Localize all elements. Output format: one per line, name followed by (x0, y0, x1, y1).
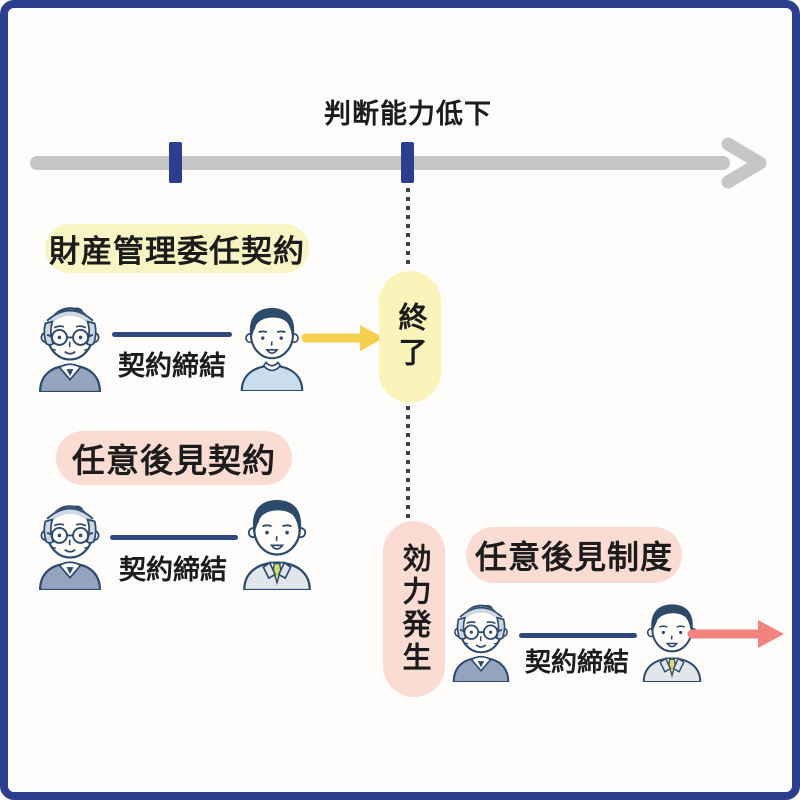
yellow-right-arrow-icon (301, 325, 384, 351)
diagram-title: 判断能力低下 (324, 99, 492, 129)
contract-line (519, 633, 637, 638)
label-property-management-contract: 財産管理委任契約 (45, 224, 309, 273)
contract-line (112, 332, 232, 337)
elderly-man-icon (26, 288, 114, 392)
contract-conclusion-label: 契約締結 (119, 555, 227, 585)
effect-start-pill: 効力発生 (383, 521, 445, 697)
pink-right-arrow-icon (687, 620, 784, 648)
contract-conclusion-label: 契約締結 (118, 351, 226, 381)
contract-line (110, 535, 238, 540)
dotted-dropline-upper (406, 188, 410, 268)
timeline-right-arrow-icon (721, 137, 767, 189)
elderly-man-icon (440, 592, 522, 682)
end-pill: 終了 (379, 271, 441, 403)
dotted-dropline-lower (406, 406, 410, 518)
businessman-icon (228, 488, 326, 590)
contract-conclusion-label: 契約締結 (524, 647, 629, 677)
label-voluntary-guardianship-contract: 任意後見契約 (56, 431, 292, 485)
timeline-axis (30, 156, 730, 170)
elderly-man-icon (26, 486, 114, 590)
timeline-tick-capacity-decline (401, 142, 414, 183)
label-voluntary-guardianship-system: 任意後見制度 (466, 527, 682, 583)
timeline-tick-contract (169, 142, 182, 183)
